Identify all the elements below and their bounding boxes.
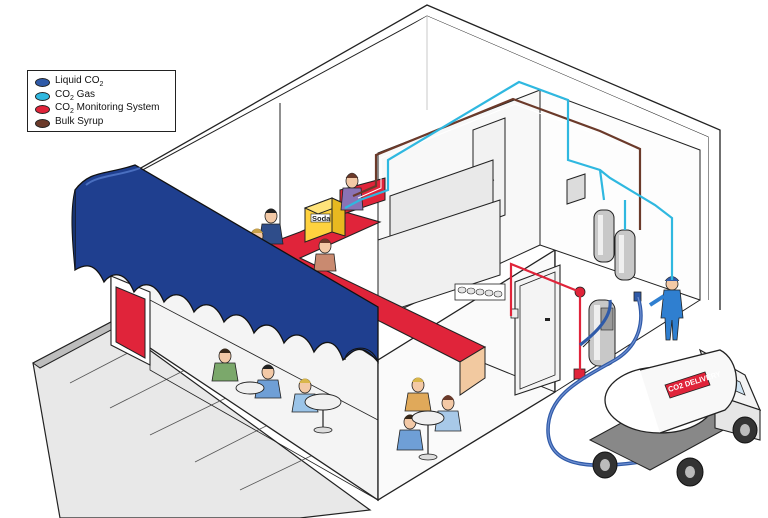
legend-item-bulk-syrup: Bulk Syrup — [35, 115, 175, 131]
legend-swatch-co2-monitoring — [35, 105, 50, 115]
delivery-worker — [648, 276, 684, 341]
liquid-co2-fill-line — [579, 299, 612, 347]
legend-label: Bulk Syrup — [55, 115, 104, 127]
counter-sign: Soda — [312, 214, 331, 223]
legend: Liquid CO2 CO2 Gas CO2 Monitoring System… — [27, 70, 176, 132]
glasses-shelf — [454, 283, 506, 301]
awning — [71, 164, 379, 364]
counter-customer-3 — [313, 238, 337, 272]
legend-label: Liquid CO2 — [55, 75, 104, 89]
bulk-syrup-line — [352, 97, 642, 232]
table-right — [396, 377, 462, 461]
legend-item-co2-gas: CO2 Gas — [35, 88, 175, 104]
legend-item-liquid-co2: Liquid CO2 — [35, 75, 175, 90]
monitoring-line — [509, 262, 582, 374]
delivery-truck: CO2 DELIVERY — [588, 348, 762, 487]
legend-label: CO2 Gas — [55, 88, 96, 102]
table-left — [211, 348, 342, 434]
soda-machine: Soda — [303, 197, 347, 243]
liquid-co2-hose-highlight — [547, 296, 642, 466]
co2-gas-line — [344, 80, 674, 280]
legend-swatch-co2-gas — [35, 91, 50, 101]
legend-swatch-bulk-syrup — [35, 118, 50, 128]
people — [211, 172, 684, 461]
legend-item-co2-monitoring: CO2 Monitoring System — [35, 102, 175, 117]
counter-customer-1 — [258, 208, 284, 245]
legend-label: CO2 Monitoring System — [55, 102, 160, 116]
co2-tanks — [510, 209, 642, 380]
legend-swatch-liquid-co2 — [35, 78, 50, 88]
